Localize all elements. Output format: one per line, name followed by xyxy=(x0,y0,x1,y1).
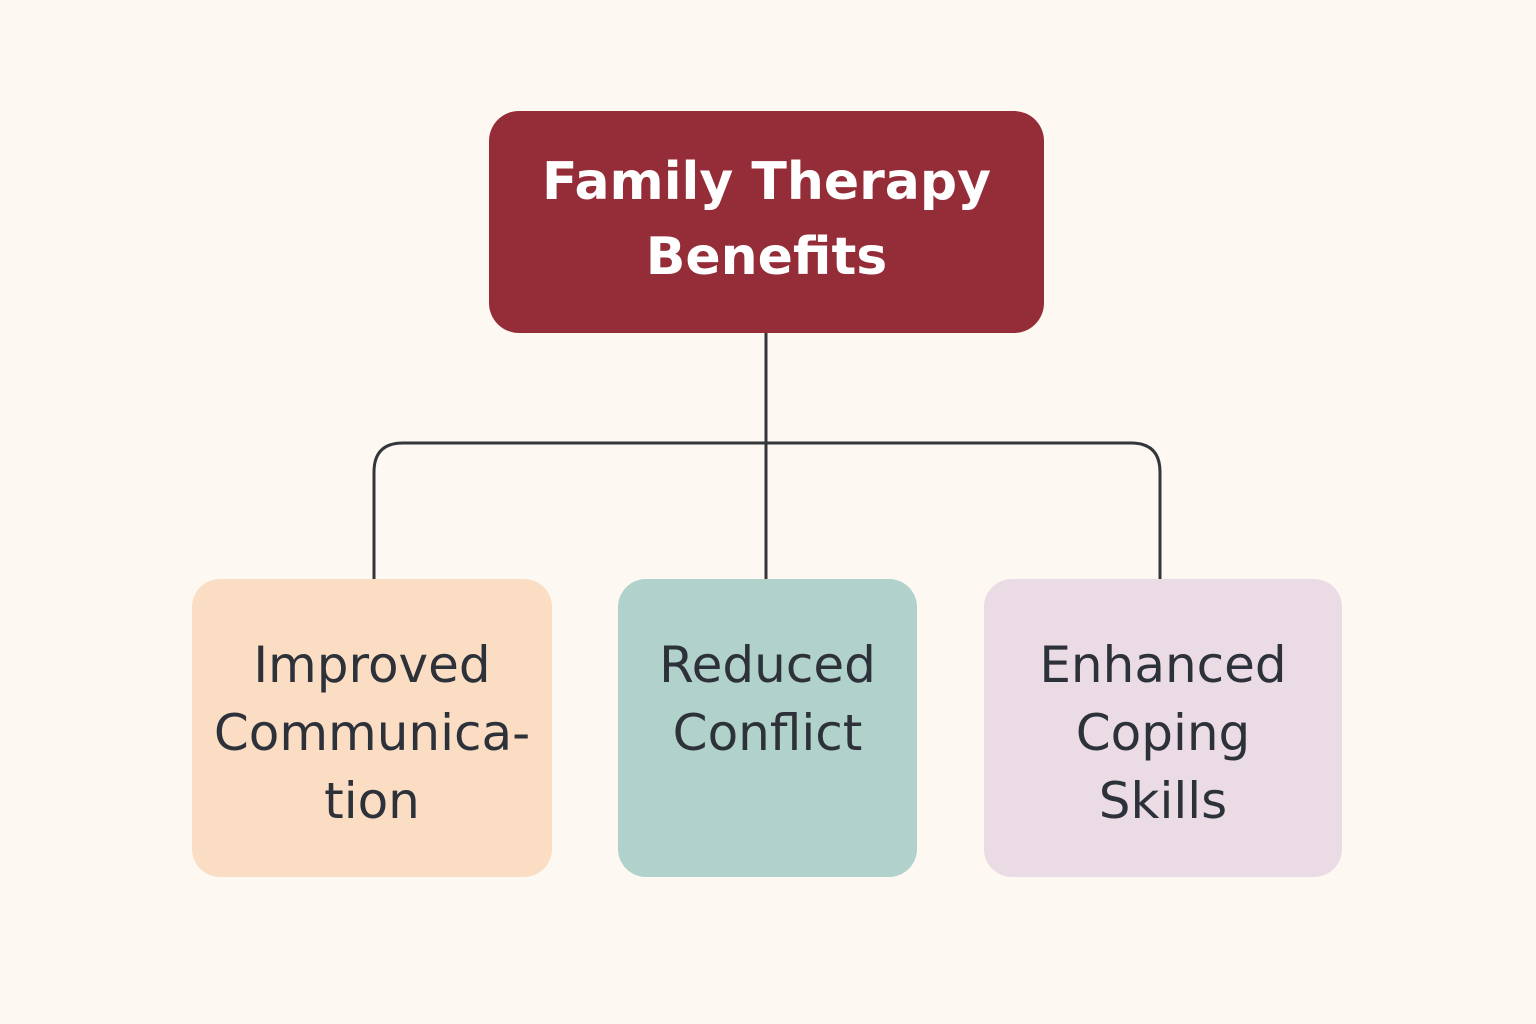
child-node-improved-communication: Improved Communica- tion xyxy=(192,579,552,877)
child-node-reduced-conflict: Reduced Conflict xyxy=(618,579,917,877)
root-node: Family Therapy Benefits xyxy=(489,111,1044,333)
child-node-label: Reduced Conflict xyxy=(659,636,876,762)
child-node-enhanced-coping-skills: Enhanced Coping Skills xyxy=(984,579,1342,877)
root-node-label: Family Therapy Benefits xyxy=(541,152,991,287)
connector-horizontal-bar xyxy=(372,441,1162,579)
child-node-label: Enhanced Coping Skills xyxy=(1039,636,1287,830)
child-node-label: Improved Communica- tion xyxy=(213,636,531,830)
